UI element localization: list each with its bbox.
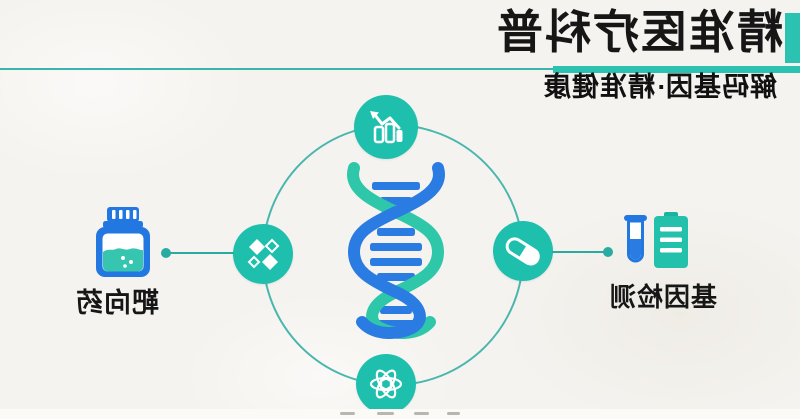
divider-line-thin <box>0 68 556 70</box>
label-gene-testing: 基因检测 <box>609 282 718 312</box>
dna-helix-icon <box>347 162 445 339</box>
node-research <box>356 354 416 414</box>
dna-strand-blue <box>347 162 445 339</box>
accent-corner-block <box>785 13 800 63</box>
medicine-bottle-icon <box>96 207 150 277</box>
bottom-edge-strip <box>0 409 800 419</box>
bar-chart-trend-icon <box>370 111 403 144</box>
connector-right <box>552 251 608 253</box>
connector-left <box>166 252 234 254</box>
node-molecule <box>233 224 293 284</box>
node-medication <box>493 221 553 281</box>
connector-left-dot <box>161 248 171 258</box>
page-title: 精准医疗科普 <box>495 6 783 58</box>
divider-line-thick <box>553 66 800 73</box>
connector-right-dot <box>603 247 613 257</box>
diamond-cluster-icon <box>247 238 280 270</box>
node-statistics <box>354 95 418 159</box>
atom-icon <box>369 369 403 399</box>
page-subtitle: 解码基因·精准健康 <box>543 72 777 102</box>
label-targeted-drug: 靶向药 <box>75 288 159 318</box>
capsule-icon <box>505 237 540 266</box>
test-tube-report-icon <box>624 212 688 268</box>
